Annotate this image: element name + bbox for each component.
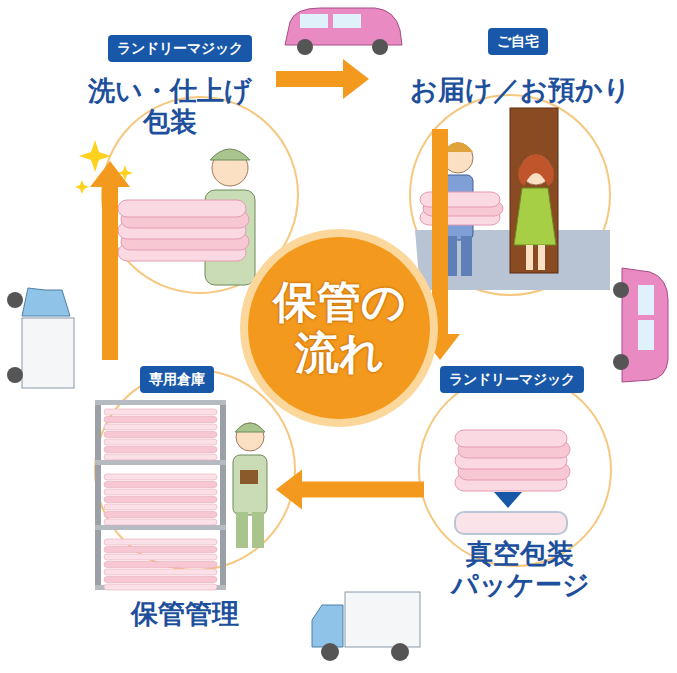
pink-car (285, 8, 402, 55)
stage-circle (95, 370, 295, 570)
stage-label: 洗い・仕上げ 包装 (70, 75, 270, 137)
circle-fill (248, 237, 430, 419)
customer-woman (514, 154, 556, 270)
arrow-head (343, 59, 369, 99)
stage-label: 真空包装 パッケージ (430, 538, 610, 600)
stage-badge: ご自宅 (488, 28, 548, 55)
arrow-shaft (276, 71, 343, 87)
stored-futon (104, 497, 217, 503)
stage-box: ランドリーマジック真空包装 パッケージ (430, 366, 610, 613)
stored-futon (104, 512, 217, 518)
stage-box: ご自宅お届け／お預かり (375, 28, 665, 123)
arrow-head (276, 470, 302, 510)
stage-badge: ランドリーマジック (108, 35, 252, 62)
stored-futon (104, 417, 217, 423)
delivery-truck (312, 592, 420, 661)
center-circle: 保管の 流れ (239, 228, 439, 428)
stored-futon (104, 562, 217, 568)
stage-label: 保管管理 (100, 598, 270, 629)
stored-futon (104, 577, 217, 583)
futon-layer (118, 200, 246, 217)
vacuum-pack (455, 512, 567, 534)
door (510, 108, 558, 273)
stored-futon (104, 584, 217, 590)
flow-arrow (276, 470, 424, 510)
stored-futon (104, 554, 217, 560)
stored-futon (104, 454, 217, 460)
stored-futons (104, 409, 217, 590)
futon-layer (455, 430, 567, 447)
stored-futon (104, 474, 217, 480)
stored-futon (104, 482, 217, 488)
arrow-head (90, 161, 130, 187)
stored-futon (104, 569, 217, 575)
flow-arrow (90, 161, 130, 360)
arrow-shaft (102, 187, 118, 360)
stored-futon (104, 504, 217, 510)
stored-futon (104, 547, 217, 553)
flow-arrow (276, 59, 369, 99)
process-arrow (494, 492, 522, 508)
delivery-truck (7, 288, 74, 388)
stored-futon (104, 432, 217, 438)
warehouse-worker (233, 423, 267, 548)
pink-car (613, 268, 668, 382)
stored-futon (104, 447, 217, 453)
center-title: 保管の 流れ (264, 277, 414, 378)
circle-ring (240, 229, 438, 427)
stored-futon (104, 489, 217, 495)
storage-shelf (95, 400, 226, 590)
stage-badge: 専用倉庫 (140, 366, 214, 393)
arrow-shaft (302, 482, 424, 498)
stage-box: 専用倉庫保管管理 (100, 366, 270, 638)
stored-futon (104, 539, 217, 545)
stored-futon (104, 439, 217, 445)
stored-futon (104, 519, 217, 525)
stage-circle (419, 374, 611, 566)
stage-badge: ランドリーマジック (440, 366, 584, 393)
stage-box: ランドリーマジック洗い・仕上げ 包装 (70, 35, 270, 155)
stored-futon (104, 424, 217, 430)
stage-label: お届け／お預かり (375, 74, 665, 105)
stored-futon (104, 409, 217, 415)
